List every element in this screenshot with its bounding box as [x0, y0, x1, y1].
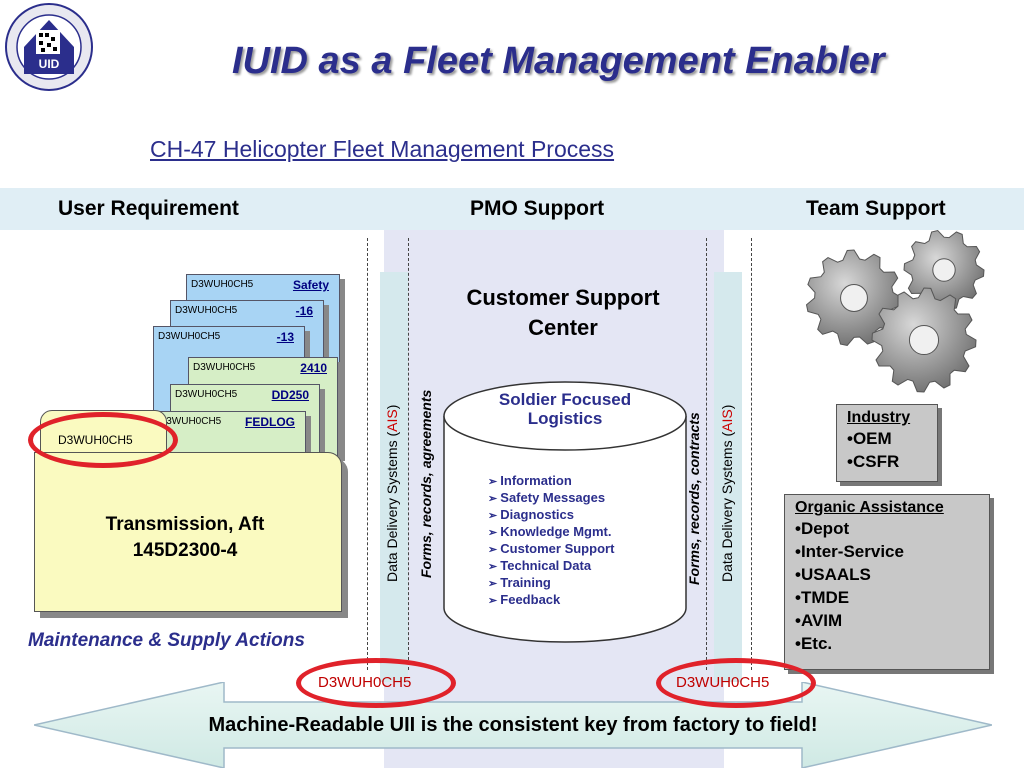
page-title: IUID as a Fleet Management Enabler	[232, 40, 885, 82]
left-forms-label: Forms, records, agreements	[418, 389, 434, 578]
logistics-services-list: Information Safety Messages Diagnostics …	[488, 472, 614, 608]
gear-hole	[932, 258, 956, 282]
column-header-pmo: PMO Support	[470, 197, 605, 220]
folder-part-number: 145D2300-4	[132, 540, 238, 561]
card-id: D3WUH0CH5	[175, 305, 238, 316]
csc-line-1: Customer Support	[466, 285, 660, 310]
uii-right-highlight	[656, 658, 816, 708]
list-item: Technical Data	[488, 557, 614, 574]
gears-icon	[805, 229, 985, 393]
soldier-focused-logistics-title: Soldier Focused Logistics	[458, 390, 672, 428]
list-item: Diagnostics	[488, 506, 614, 523]
maintenance-supply-label: Maintenance & Supply Actions	[28, 630, 305, 651]
uii-key-statement: Machine-Readable UII is the consistent k…	[208, 714, 818, 736]
right-ais-label: Data Delivery Systems (AIS)	[719, 404, 735, 582]
subtitle: CH-47 Helicopter Fleet Management Proces…	[150, 136, 615, 162]
list-item: •Depot	[795, 519, 850, 538]
uii-left-highlight	[296, 658, 456, 708]
cylinder-title-line-1: Soldier Focused	[498, 390, 632, 409]
list-item: Customer Support	[488, 540, 614, 557]
folder-part-description: Transmission, Aft 145D2300-4	[40, 512, 330, 564]
list-item: •USAALS	[795, 565, 871, 584]
ais-stripe-right	[714, 272, 742, 682]
card-label: 2410	[300, 361, 327, 375]
card-id: D3WUH0CH5	[193, 362, 256, 373]
card-label: Safety	[292, 278, 329, 292]
column-header-band	[0, 188, 1024, 230]
list-item: Knowledge Mgmt.	[488, 523, 614, 540]
ais-stripe-left	[380, 272, 408, 682]
card-id: D3WUH0CH5	[158, 331, 221, 342]
left-ais-label: Data Delivery Systems (AIS)	[384, 404, 400, 582]
folder-uii-highlight	[28, 412, 178, 468]
cylinder-title-line-2: Logistics	[527, 409, 603, 428]
list-item: Feedback	[488, 591, 614, 608]
divider-right-outer	[751, 238, 752, 670]
card-id: D3WUH0CH5	[175, 389, 238, 400]
card-id: D3WUH0CH5	[159, 416, 222, 427]
industry-title: Industry	[847, 409, 911, 426]
list-item: Information	[488, 472, 614, 489]
uii-left: D3WUH0CH5	[318, 674, 412, 691]
industry-box: Industry •OEM •CSFR	[836, 404, 938, 482]
folder-part-name: Transmission, Aft	[105, 514, 265, 535]
gear-hole	[840, 284, 868, 312]
logo-label: UID	[39, 57, 60, 71]
list-item: Safety Messages	[488, 489, 614, 506]
component-folder	[34, 452, 342, 612]
csc-line-2: Center	[528, 315, 598, 340]
card-label: DD250	[271, 388, 309, 402]
list-item: •CSFR	[847, 452, 900, 471]
list-item: Training	[488, 574, 614, 591]
card-id: D3WUH0CH5	[191, 279, 254, 290]
gear-hole	[908, 324, 940, 356]
divider-left-outer	[367, 238, 368, 670]
uid-logo: UID	[5, 3, 93, 91]
card-label: -16	[295, 304, 313, 318]
column-header-user: User Requirement	[58, 197, 239, 220]
uii-right: D3WUH0CH5	[676, 674, 770, 691]
organic-title: Organic Assistance	[795, 499, 944, 516]
list-item: •AVIM	[795, 611, 843, 630]
list-item: •Etc.	[795, 634, 833, 653]
list-item: •TMDE	[795, 588, 850, 607]
divider-left-inner	[408, 238, 409, 670]
card-label: -13	[276, 330, 294, 344]
organic-assistance-box: Organic Assistance •Depot •Inter-Service…	[784, 494, 990, 670]
card-label: FEDLOG	[245, 415, 295, 429]
divider-right-inner	[706, 238, 707, 670]
list-item: •OEM	[847, 429, 892, 448]
column-header-team: Team Support	[806, 197, 946, 220]
customer-support-center-title: Customer Support Center	[440, 283, 686, 343]
list-item: •Inter-Service	[795, 542, 904, 561]
